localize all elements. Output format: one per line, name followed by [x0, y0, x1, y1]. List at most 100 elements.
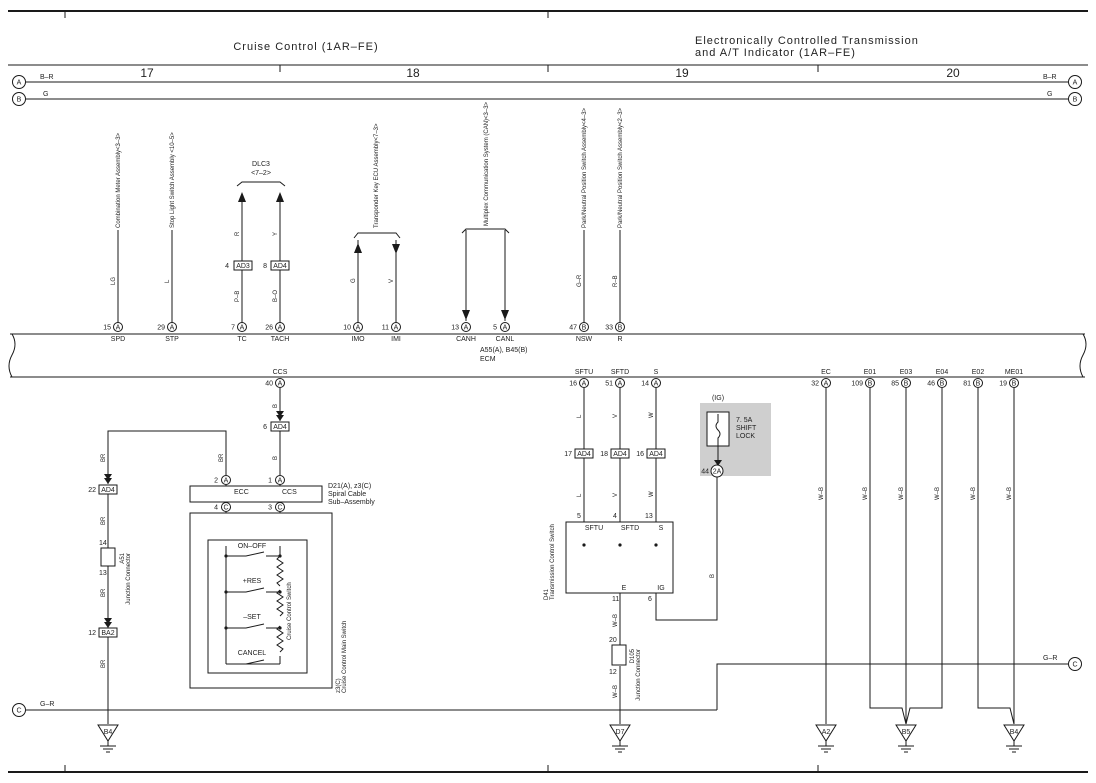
svg-text:B: B — [582, 325, 587, 332]
svg-text:B: B — [904, 381, 909, 388]
svg-text:13: 13 — [99, 570, 107, 577]
svg-text:B: B — [618, 325, 623, 332]
svg-text:ON–OFF: ON–OFF — [238, 543, 266, 550]
transmission-switch — [565, 521, 674, 594]
svg-text:12: 12 — [609, 669, 617, 676]
svg-text:44: 44 — [701, 469, 709, 476]
svg-text:A: A — [278, 478, 283, 485]
column-17: 17 — [140, 66, 154, 80]
wire-r-tc: R — [235, 231, 241, 236]
svg-text:19: 19 — [999, 381, 1007, 388]
svg-text:W–B: W–B — [613, 614, 619, 627]
svg-text:51: 51 — [605, 381, 613, 388]
svg-text:D41: D41 — [544, 588, 550, 600]
svg-text:W–B: W–B — [819, 487, 825, 500]
svg-text:2: 2 — [214, 478, 218, 485]
svg-text:10: 10 — [343, 325, 351, 332]
svg-text:D105: D105 — [630, 648, 636, 663]
svg-text:8: 8 — [263, 263, 267, 270]
svg-text:SFTD: SFTD — [611, 369, 629, 376]
wire-pb: P–B — [235, 291, 241, 302]
wire-lg: LG — [111, 277, 117, 285]
svg-text:17: 17 — [564, 451, 572, 458]
svg-text:A: A — [824, 381, 829, 388]
svg-text:L: L — [577, 493, 583, 497]
svg-text:B: B — [976, 381, 981, 388]
svg-text:E: E — [622, 585, 627, 592]
rail-a-wire-right: B–R — [1043, 74, 1057, 81]
svg-text:13: 13 — [645, 513, 653, 520]
svg-text:7: 7 — [231, 325, 235, 332]
svg-text:CANCEL: CANCEL — [238, 650, 267, 657]
column-19: 19 — [675, 66, 689, 80]
svg-text:A: A — [116, 325, 121, 332]
svg-text:SFTU: SFTU — [585, 525, 603, 532]
wire-rb-r: R–B — [613, 275, 619, 287]
connector-ad4-top — [270, 260, 290, 271]
ecm-sub: ECM — [480, 356, 496, 363]
svg-text:S: S — [654, 369, 659, 376]
svg-text:4: 4 — [613, 513, 617, 520]
ground-b4-left: B4 — [97, 724, 119, 753]
ground-a2: A2 — [815, 724, 837, 753]
dlc-name: DLC3 — [252, 161, 270, 168]
dest-park-neutral-2: Park/Neutral Position Switch Assembly<2–… — [618, 107, 624, 228]
svg-text:D7: D7 — [616, 729, 625, 736]
svg-text:A: A — [278, 381, 283, 388]
svg-text:W–B: W–B — [863, 487, 869, 500]
svg-text:14: 14 — [99, 540, 107, 547]
svg-text:ME01: ME01 — [1005, 369, 1023, 376]
svg-text:A: A — [582, 381, 587, 388]
svg-text:BR: BR — [101, 588, 107, 597]
svg-text:BR: BR — [101, 453, 107, 462]
junction-d105 — [611, 644, 627, 666]
svg-text:CCS: CCS — [282, 489, 297, 496]
svg-text:6: 6 — [263, 424, 267, 431]
svg-text:Spiral Cable: Spiral Cable — [328, 491, 366, 498]
svg-text:NSW: NSW — [576, 336, 593, 343]
ground-b4-right: B4 — [1003, 724, 1025, 753]
svg-text:SPD: SPD — [111, 336, 125, 343]
svg-text:A: A — [278, 325, 283, 332]
svg-text:A: A — [394, 325, 399, 332]
svg-text:G–R: G–R — [1043, 655, 1057, 662]
svg-text:A2: A2 — [822, 729, 831, 736]
svg-text:CCS: CCS — [273, 369, 288, 376]
rail-b-wire-right: G — [1047, 91, 1052, 98]
svg-text:7. 5A: 7. 5A — [736, 417, 753, 424]
svg-text:W–B: W–B — [935, 487, 941, 500]
svg-text:Junction Connector: Junction Connector — [126, 553, 132, 605]
svg-text:B: B — [1012, 381, 1017, 388]
svg-text:A: A — [654, 381, 659, 388]
svg-text:47: 47 — [569, 325, 577, 332]
svg-text:EC: EC — [821, 369, 831, 376]
svg-text:E03: E03 — [900, 369, 913, 376]
spiral-cable — [189, 485, 323, 503]
svg-text:TC: TC — [237, 336, 246, 343]
dest-transponder: Transponder Key ECU Assembly<7–3> — [374, 123, 380, 228]
cruise-switch-inner — [207, 539, 308, 674]
svg-text:C: C — [277, 505, 282, 512]
svg-text:13: 13 — [451, 325, 459, 332]
svg-text:5: 5 — [493, 325, 497, 332]
header-right-1: Electronically Controlled Transmission — [695, 35, 919, 47]
svg-text:W: W — [649, 491, 655, 497]
dest-stop-light: Stop Light Switch Assembly <10–5> — [170, 132, 176, 228]
svg-text:81: 81 — [963, 381, 971, 388]
svg-text:A: A — [170, 325, 175, 332]
svg-text:32: 32 — [811, 381, 819, 388]
wire-y-tach: Y — [273, 232, 279, 236]
svg-text:A: A — [224, 478, 229, 485]
svg-text:BR: BR — [101, 659, 107, 668]
svg-text:33: 33 — [605, 325, 613, 332]
svg-text:B: B — [273, 404, 279, 408]
rail-b-label-left: B — [17, 97, 22, 104]
svg-text:Junction Connector: Junction Connector — [636, 649, 642, 701]
svg-text:C: C — [1072, 662, 1077, 669]
svg-text:2A: 2A — [713, 469, 722, 476]
ecm-band — [10, 333, 1085, 378]
svg-text:TACH: TACH — [271, 336, 290, 343]
svg-text:BR: BR — [219, 453, 225, 462]
